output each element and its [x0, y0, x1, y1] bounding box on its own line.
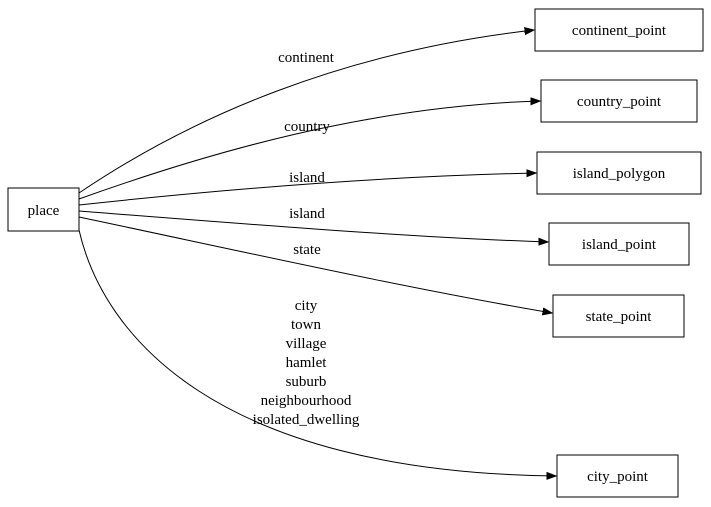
node-box-country_point [540, 79, 698, 123]
node-box-island_point [548, 222, 690, 266]
edge-label-country: country [284, 119, 330, 135]
edge-place-country_point [78, 101, 540, 200]
edge-label-suburb: suburb [286, 374, 327, 390]
node-place: place [7, 187, 80, 232]
node-label-country_point: country_point [577, 94, 662, 110]
edge-place-state_point [78, 216, 552, 313]
node-continent_point: continent_point [534, 8, 704, 52]
edge-label-continent: continent [278, 50, 335, 66]
edge-label-state: state [293, 242, 321, 258]
node-label-continent_point: continent_point [572, 23, 667, 39]
edge-place-city_point [78, 229, 556, 476]
node-island_point: island_point [548, 222, 690, 266]
node-box-place [7, 187, 80, 232]
node-city_point: city_point [556, 454, 679, 498]
edge-place-island_point [78, 210, 548, 242]
edge-label-isolated-dwelling: isolated_dwelling [253, 412, 360, 428]
node-box-island_polygon [536, 151, 702, 195]
node-country_point: country_point [540, 79, 698, 123]
edge-label-town: town [291, 317, 322, 333]
node-box-continent_point [534, 8, 704, 52]
edges-group [78, 30, 556, 476]
node-island_polygon: island_polygon [536, 151, 702, 195]
node-box-city_point [556, 454, 679, 498]
node-label-island_polygon: island_polygon [573, 166, 666, 182]
edge-label-hamlet: hamlet [286, 355, 328, 371]
edge-label-city: city [295, 298, 318, 314]
edge-label-village: village [286, 336, 327, 352]
edge-label-neighbourhood: neighbourhood [261, 393, 352, 409]
edge-place-continent_point [78, 30, 534, 194]
node-label-place: place [28, 203, 60, 219]
node-label-state_point: state_point [586, 309, 653, 325]
edge-label-island-polygon: island [289, 170, 325, 186]
edge-labels-group: continent country island island state ci… [253, 50, 360, 428]
edge-label-city-multiline: city town village hamlet suburb neighbou… [253, 298, 360, 428]
node-box-state_point [552, 294, 685, 338]
node-label-city_point: city_point [587, 469, 649, 485]
nodes-group: place continent_point country_point isla… [7, 8, 704, 498]
node-state_point: state_point [552, 294, 685, 338]
edge-label-island-point: island [289, 206, 325, 222]
edge-place-island_polygon [78, 173, 536, 206]
node-label-island_point: island_point [582, 237, 657, 253]
